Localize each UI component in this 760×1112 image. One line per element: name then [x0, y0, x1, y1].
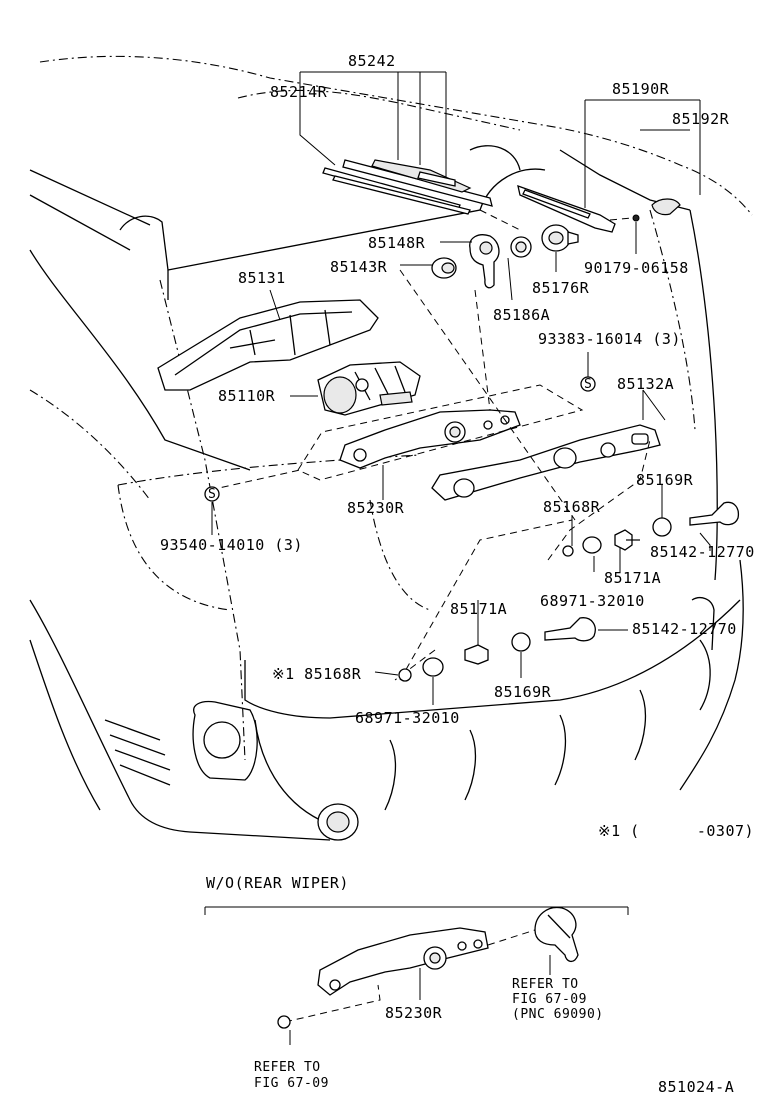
- label-without-rear-wiper: W/O(REAR WIPER): [206, 874, 349, 892]
- wiper-arm: [517, 184, 681, 233]
- fastener-s-mark: S: [584, 377, 592, 392]
- label-85169r-upper: 85169R: [636, 471, 694, 489]
- label-85110r: 85110R: [218, 387, 276, 405]
- label-85131: 85131: [238, 269, 286, 287]
- motor-cover: [157, 299, 379, 391]
- label-85142-12770-lower: 85142-12770: [632, 620, 737, 638]
- label-85230r: 85230R: [347, 499, 405, 517]
- label-85169r-lower: 85169R: [494, 683, 552, 701]
- label-85168r-lower: ※1 85168R: [272, 665, 362, 683]
- label-93540-14010: 93540-14010 (3): [160, 536, 303, 554]
- fig-reference-2: FIG 67-09: [254, 1076, 329, 1091]
- refer-to-text-1: REFER TO: [512, 977, 579, 992]
- inset-without-rear-wiper: [277, 906, 579, 1029]
- part-labels: 85242 85214R 85190R 85192R 85148R 85143R…: [160, 52, 755, 1096]
- label-85171a-lower: 85171A: [450, 600, 507, 618]
- fastener-93383: S: [580, 376, 596, 392]
- label-85230r-inset: 85230R: [385, 1004, 443, 1022]
- label-85214r: 85214R: [270, 83, 328, 101]
- label-68971-32010-upper: 68971-32010: [540, 592, 645, 610]
- fig-reference-1: FIG 67-09: [512, 992, 587, 1007]
- label-85143r: 85143R: [330, 258, 388, 276]
- wiper-link: [431, 424, 661, 501]
- label-85142-12770-upper: 85142-12770: [650, 543, 755, 561]
- label-85186a: 85186A: [493, 306, 550, 324]
- pnc-reference: (PNC 69090): [512, 1007, 604, 1022]
- label-85176r: 85176R: [532, 279, 590, 297]
- fastener-s-mark: S: [208, 487, 216, 502]
- label-90179-06158: 90179-06158: [584, 259, 689, 277]
- refer-to-text-2: REFER TO: [254, 1060, 321, 1075]
- motor-bracket: [339, 409, 521, 469]
- pivot-parts: [431, 224, 579, 289]
- label-85171a-upper: 85171A: [604, 569, 661, 587]
- label-85148r: 85148R: [368, 234, 426, 252]
- label-85190r: 85190R: [612, 80, 670, 98]
- leader-lines: [204, 71, 711, 1045]
- label-93383-16014: 93383-16014 (3): [538, 330, 681, 348]
- label-85242: 85242: [348, 52, 396, 70]
- label-85168r-upper: 85168R: [543, 498, 601, 516]
- wiper-blade-assembly: [322, 159, 493, 215]
- diagram-code: 851024-A: [658, 1078, 734, 1096]
- footnote-applicability: ※1 ( -0307): [598, 822, 754, 840]
- fastener-93540: S: [204, 486, 220, 502]
- wiper-motor: [317, 361, 421, 416]
- label-68971-32010-lower: 68971-32010: [355, 709, 460, 727]
- label-85192r: 85192R: [672, 110, 730, 128]
- label-85132a: 85132A: [617, 375, 674, 393]
- washer-hose-parts-lower: [398, 617, 596, 682]
- washer-hose-parts-upper: [562, 501, 740, 557]
- vehicle-body-outline: [29, 55, 753, 841]
